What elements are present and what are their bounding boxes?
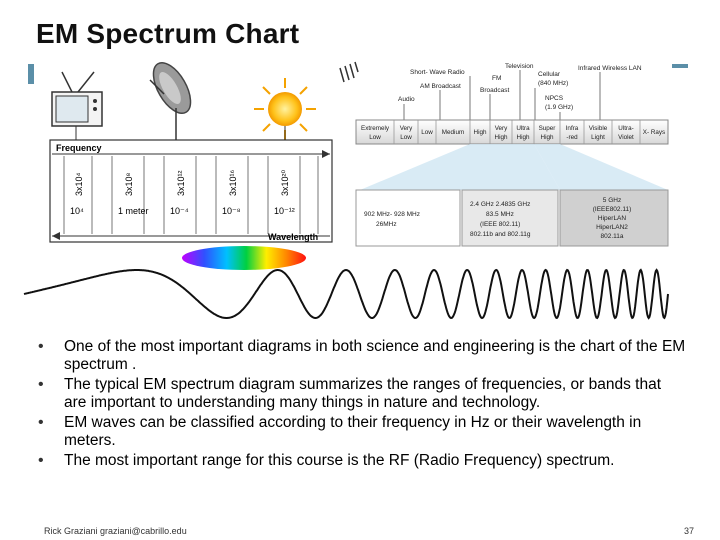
- xray-icon: [339, 61, 359, 83]
- band-label: Very: [495, 125, 508, 132]
- band-label: Ultra: [516, 125, 530, 132]
- em-spectrum-figure: Frequency Wavelength 3x10⁴ 3x10⁸ 3x10¹² …: [23, 61, 669, 320]
- footer-author: Rick Graziani graziani@cabrillo.edu: [44, 526, 187, 536]
- ism-24-standard: (IEEE 802.11): [480, 221, 520, 228]
- bullet-text: The typical EM spectrum diagram summariz…: [64, 376, 662, 411]
- wavelength-axis-label: Wavelength: [268, 232, 318, 242]
- wavelength-tick: 10⁻¹²: [274, 206, 295, 216]
- bullet-dot-icon: •: [38, 414, 44, 431]
- band-label: Infra: [566, 125, 579, 132]
- wavelength-tick: 10⁻⁸: [222, 206, 241, 216]
- ism-5-80211a: 802.11a: [600, 233, 623, 240]
- frequency-wavelength-chart: Frequency Wavelength 3x10⁴ 3x10⁸ 3x10¹² …: [49, 139, 333, 243]
- label-leader-lines: [403, 70, 601, 120]
- label-fm: FM: [492, 75, 501, 82]
- satellite-dish-icon: [149, 62, 192, 140]
- ism-5-hiperlan: HiperLAN: [598, 215, 626, 222]
- label-cellular: Cellular: [538, 71, 561, 78]
- band-label: Visible: [589, 125, 608, 132]
- bullet-item: • The typical EM spectrum diagram summari…: [36, 376, 686, 411]
- slide-title: EM Spectrum Chart: [36, 18, 300, 49]
- band-label: Very: [400, 125, 413, 132]
- ism-24-range: 2.4 GHz 2.4835 GHz: [470, 201, 530, 208]
- band-label: X- Rays: [643, 129, 665, 136]
- band-label: Ultra-: [618, 125, 633, 132]
- visible-spectrum-rainbow: [182, 246, 306, 270]
- bullet-dot-icon: •: [38, 452, 44, 469]
- frequency-tick: 3x10⁴: [74, 172, 84, 196]
- ism-24-variants: 802.11b and 802.11g: [470, 231, 531, 238]
- label-broadcast: Broadcast: [480, 87, 509, 94]
- band-label: High: [541, 134, 554, 141]
- bullet-text: The most important range for this course…: [64, 452, 615, 469]
- bullet-item: • EM waves can be classified according to…: [36, 414, 686, 449]
- label-npcs-freq: (1.9 GHz): [545, 104, 573, 111]
- label-shortwave: Short- Wave Radio: [410, 69, 465, 76]
- wavelength-tick: 10⁻⁴: [170, 206, 189, 216]
- band-label: Light: [591, 134, 605, 141]
- title-accent-dash: [672, 64, 688, 68]
- label-cellular-freq: (840 MHz): [538, 80, 568, 87]
- band-label: High: [495, 134, 508, 141]
- page-number: 37: [683, 526, 694, 536]
- bullet-list: • One of the most important diagrams in b…: [36, 338, 686, 473]
- ism-902-width: 26MHz: [376, 221, 397, 228]
- band-label: Low: [421, 129, 433, 136]
- frequency-tick: 3x10⁸: [124, 172, 134, 196]
- band-label: High: [517, 134, 530, 141]
- frequency-tick: 3x10²⁰: [280, 169, 290, 196]
- band-label: Low: [369, 134, 381, 141]
- frequency-axis-label: Frequency: [56, 143, 102, 153]
- band-label: High: [474, 129, 487, 136]
- band-label: Violet: [618, 134, 634, 141]
- bullet-dot-icon: •: [38, 376, 44, 393]
- ism-band-boxes: 902 MHz- 928 MHz 26MHz 2.4 GHz 2.4835 GH…: [355, 189, 669, 247]
- ism-5-standard: (IEEE802.11): [593, 206, 632, 213]
- em-wave-illustration: [23, 268, 669, 320]
- ism-5-hiperlan2: HiperLAN2: [596, 224, 628, 231]
- title-accent-bar: [28, 64, 34, 84]
- band-scale: Extremely Low Very Low Low Medium High V…: [355, 119, 669, 145]
- band-label: Low: [400, 134, 412, 141]
- bullet-item: • One of the most important diagrams in b…: [36, 338, 686, 373]
- bullet-text: EM waves can be classified according to …: [64, 414, 642, 449]
- band-label: Medium: [442, 129, 464, 136]
- sun-icon: [254, 78, 316, 140]
- ism-24-width: 83.5 MHz: [486, 211, 514, 218]
- band-label: Extremely: [361, 125, 390, 132]
- zoom-shade-left: [360, 144, 560, 190]
- label-television: Television: [505, 63, 534, 70]
- label-am: AM Broadcast: [420, 83, 461, 90]
- wavelength-tick: 1 meter: [118, 206, 149, 216]
- application-labels: Short- Wave Radio Television FM Broadcas…: [398, 63, 642, 111]
- frequency-tick: 3x10¹⁶: [228, 169, 238, 196]
- label-npcs: NPCS: [545, 95, 564, 102]
- ism-902-range: 902 MHz- 928 MHz: [364, 211, 420, 218]
- wavelength-tick: 10⁴: [70, 206, 84, 216]
- ism-5-freq: 5 GHz: [603, 197, 621, 204]
- band-label: -red: [566, 134, 578, 141]
- bullet-item: • The most important range for this cours…: [36, 452, 686, 470]
- zoom-shade-right: [534, 144, 668, 190]
- label-audio: Audio: [398, 96, 415, 103]
- band-label: Super: [539, 125, 556, 132]
- bullet-dot-icon: •: [38, 338, 44, 355]
- frequency-tick: 3x10¹²: [176, 170, 186, 196]
- label-infrared-lan: Infrared Wireless LAN: [578, 65, 642, 72]
- television-icon: [51, 71, 103, 142]
- bullet-text: One of the most important diagrams in bo…: [64, 338, 686, 373]
